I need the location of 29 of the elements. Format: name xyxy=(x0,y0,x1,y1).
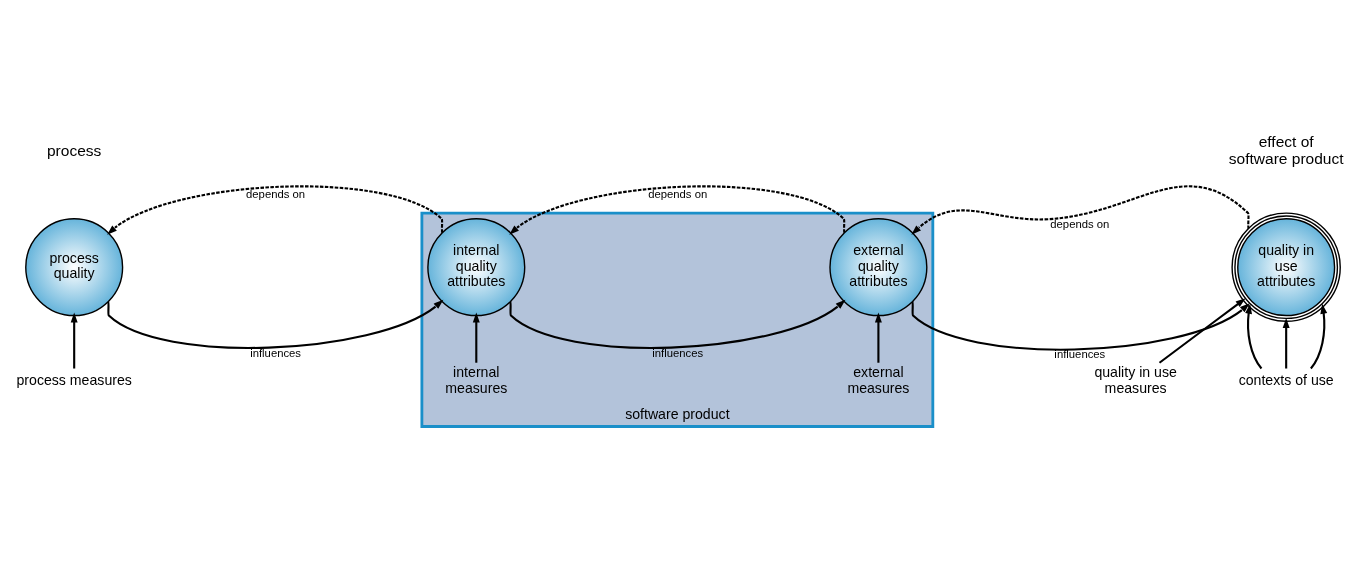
edge-label: influences xyxy=(250,346,302,359)
edge-label: influences xyxy=(1054,348,1106,361)
node-text: external measures xyxy=(847,364,910,396)
edge-label: depends on xyxy=(1050,218,1110,231)
arrow xyxy=(874,312,882,363)
arrow xyxy=(1282,318,1290,369)
arrow xyxy=(472,312,480,363)
node-text: contexts of use xyxy=(1238,371,1334,388)
node-text: quality in use measures xyxy=(1094,364,1177,396)
arrow xyxy=(911,185,1250,235)
arrow xyxy=(107,185,444,235)
arrow xyxy=(1310,303,1328,370)
node-circle: external quality attributes xyxy=(829,218,928,317)
arrow xyxy=(1158,298,1246,364)
node-circle: internal quality attributes xyxy=(427,218,526,317)
arrow xyxy=(70,312,78,369)
node-text: process measures xyxy=(16,371,132,388)
arrow xyxy=(107,299,444,349)
arrow xyxy=(509,299,846,349)
edge-label: depends on xyxy=(648,188,708,201)
node-circle: process quality xyxy=(25,218,124,317)
edge-label: depends on xyxy=(246,188,306,201)
arrow xyxy=(1245,303,1263,370)
arrow xyxy=(911,301,1250,351)
label: process xyxy=(46,141,102,159)
node-text: internal measures xyxy=(445,364,508,396)
label: effect of software product xyxy=(1228,133,1344,168)
arrow xyxy=(509,185,846,235)
edge-label: influences xyxy=(652,346,704,359)
